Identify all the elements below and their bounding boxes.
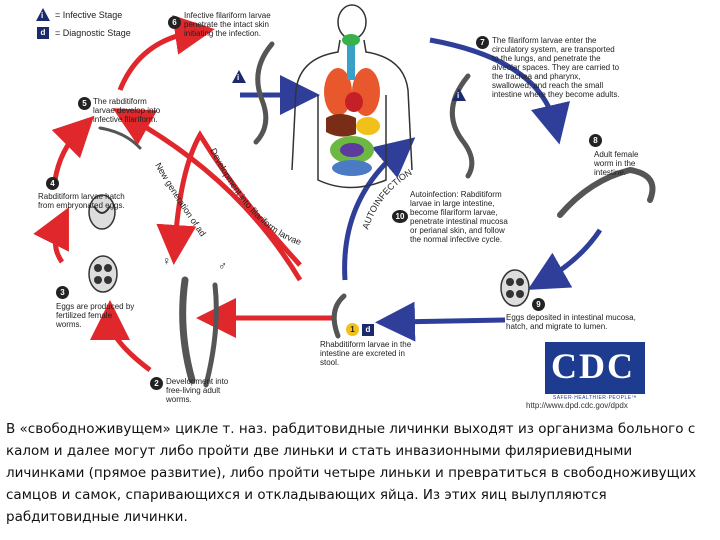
arrow-5-to-6 xyxy=(117,15,215,91)
source-url: http://www.dpd.cdc.gov/dpdx xyxy=(526,401,628,410)
adult-male-free xyxy=(203,282,219,388)
step-8-badge: 8 xyxy=(589,134,602,147)
legend-infective-label: = Infective Stage xyxy=(55,10,123,20)
step-1-badge: 1 xyxy=(346,323,359,336)
step-4-text: Rabditiform larvae hatch from embryonate… xyxy=(38,192,125,210)
adult-female-free xyxy=(179,276,196,384)
step-3-text: Eggs are produced by fertilized female w… xyxy=(56,302,135,329)
step-10-badge: 10 xyxy=(392,210,408,223)
step-10-text: Autoinfection: Rabditiform larvae in lar… xyxy=(410,190,508,244)
cdc-tagline: SAFER·HEALTHIER·PEOPLE™ xyxy=(552,395,638,401)
arrow-1-to-5 xyxy=(112,108,303,282)
arc-label-development: Development into filariform larvae xyxy=(208,146,302,246)
adult-female-stage-8 xyxy=(557,166,656,218)
diagnostic-stage-icon: d xyxy=(37,27,49,39)
step-9-badge: 9 xyxy=(532,298,545,311)
arrow-3-to-4 xyxy=(33,207,69,264)
caption-text: В «свободноживущем» цикле т. наз. рабдит… xyxy=(6,421,697,525)
step-1-diagnostic-icon: d xyxy=(362,324,374,336)
larva-stage-6 xyxy=(253,41,275,145)
step-8-text: Adult female worm in the intestine. xyxy=(594,150,639,177)
arrow-4-to-5 xyxy=(51,115,95,181)
arrow-7-to-8 xyxy=(429,37,570,145)
male-symbol: ♂ xyxy=(218,259,227,273)
larva-stage-1 xyxy=(331,293,347,339)
step-5-text: The rabditiform larvae develop into infe… xyxy=(93,97,161,124)
step-9-text: Eggs deposited in intestinal mucosa, hat… xyxy=(506,313,636,331)
cdc-logo-text: CDC xyxy=(551,346,635,386)
step-6-badge: 6 xyxy=(168,16,181,29)
step-6-text: Infective filariform larvae penetrate th… xyxy=(184,11,271,38)
step-2-badge: 2 xyxy=(150,377,163,390)
arrow-1-to-adults xyxy=(156,130,302,267)
step-4-badge: 4 xyxy=(46,177,59,190)
cdc-logo: CDC xyxy=(545,342,645,394)
diagram-graphics: Development into filariform larvae New g… xyxy=(0,0,656,388)
arrow-8-to-9 xyxy=(527,228,603,290)
egg-stage-4 xyxy=(88,194,116,230)
egg-stage-3 xyxy=(88,255,118,293)
egg-stage-9 xyxy=(500,269,530,307)
human-body-figure xyxy=(291,4,413,189)
infective-stage-icon: i xyxy=(36,8,50,21)
step-2-text: Development into free-living adult worms… xyxy=(166,377,229,404)
arrow-2-to-3 xyxy=(90,300,152,372)
larva-stage-5 xyxy=(98,126,142,150)
step-1-text: Rhabditiform larvae in the intestine are… xyxy=(320,340,412,367)
step-3-badge: 3 xyxy=(56,286,69,299)
arrow-9-to-1 xyxy=(375,301,506,342)
infective-marker-6: i xyxy=(232,70,246,83)
female-symbol: ♀ xyxy=(162,254,171,268)
step-5-badge: 5 xyxy=(78,97,91,110)
arrow-autoinfection xyxy=(342,137,416,281)
infective-marker-7: i xyxy=(452,88,466,101)
step-7-text: The filariform larvae enter the circulat… xyxy=(492,36,620,99)
step-7-badge: 7 xyxy=(476,36,489,49)
legend-diagnostic-label: = Diagnostic Stage xyxy=(55,28,131,38)
